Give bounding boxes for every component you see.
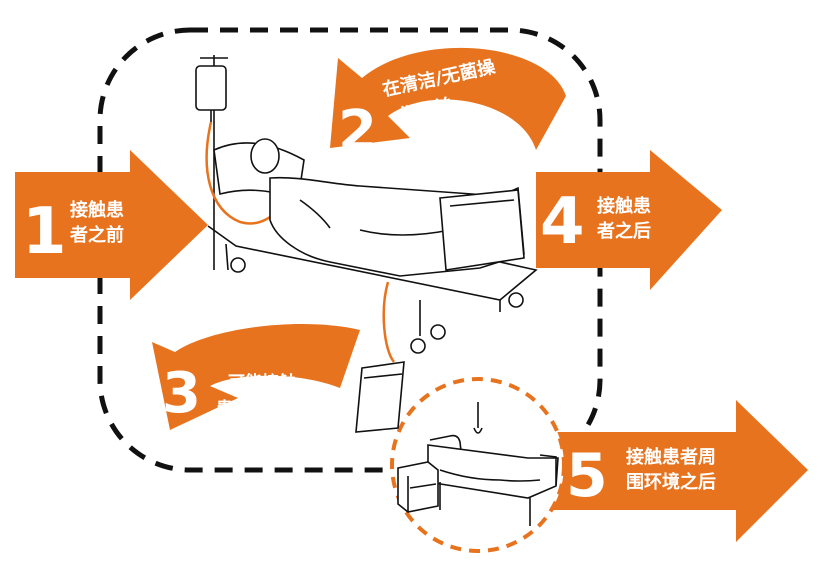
moment-3-number: 3: [162, 361, 201, 426]
moment-3-arrow: 3 可能接触 患者体液之后: [152, 324, 360, 430]
moment-1-label-line2: 者之前: [69, 224, 124, 246]
moment-4-arrow: 4 接触患 者之后: [536, 150, 722, 290]
moment-5-label-line1: 接触患者周: [626, 446, 716, 468]
moment-5-number: 5: [566, 441, 608, 511]
moment-1-number: 1: [22, 195, 67, 269]
moment-5-label-line2: 围环境之后: [626, 471, 716, 493]
moment-5-arrow: [530, 400, 808, 542]
patient-bed-icon: [207, 138, 538, 354]
moment-1-arrow: 1 接触患 者之前: [15, 150, 208, 300]
moment-2-number: 2: [338, 99, 377, 164]
empty-bed-icon: [427, 402, 559, 526]
moment-4-label-line2: 者之后: [596, 220, 651, 242]
bedside-table-icon: [397, 461, 439, 513]
moment-4-number: 4: [540, 185, 585, 259]
moment-3-label-line2: 患者体液之后: [216, 398, 318, 419]
urine-bag-icon: [355, 281, 405, 433]
moment-3-label-line1: 可能接触: [228, 372, 296, 393]
moment-4-label-line1: 接触患: [597, 195, 651, 217]
moment-2-arrow: 2 在清洁/无菌操 作之前: [330, 47, 566, 164]
moment-1-label-line1: 接触患: [70, 199, 124, 221]
